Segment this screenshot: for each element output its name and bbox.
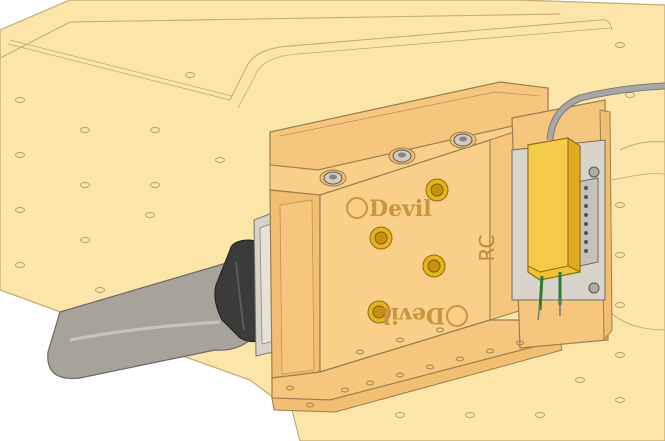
plate-hole — [215, 157, 225, 163]
plate-hole — [615, 202, 625, 208]
sensor-cable — [546, 82, 665, 141]
brass-bolt-bore — [427, 259, 441, 273]
module-label: RC — [475, 235, 499, 262]
plate-hole — [185, 72, 195, 78]
plate-hole — [575, 377, 585, 383]
logo-text-bottom: Devil — [382, 302, 445, 328]
rail-hole — [486, 348, 494, 354]
plate-hole — [395, 412, 405, 418]
plate-hole — [15, 97, 25, 103]
plate-hole — [615, 302, 625, 308]
dsub-pin — [584, 213, 588, 217]
gripper-handle — [214, 239, 263, 343]
dsub-pin — [584, 204, 588, 208]
rail-hole — [396, 337, 404, 343]
plate-hole — [150, 127, 160, 133]
plate-hole — [15, 207, 25, 213]
brass-bolt-bore — [374, 231, 388, 245]
sensor-connector — [527, 137, 581, 321]
rail-hole — [341, 387, 349, 393]
socket-hex — [459, 136, 467, 142]
plate-hole — [15, 262, 25, 268]
engraved-logo-top: Devil — [346, 196, 432, 222]
base-rail-holes — [286, 327, 524, 408]
plate-hole — [80, 237, 90, 243]
rail-hole — [456, 356, 464, 362]
engraved-logo-bottom: Devil — [382, 302, 468, 328]
plate-hole — [15, 152, 25, 158]
plate-hole — [95, 287, 105, 293]
rail-hole — [356, 349, 364, 355]
rail-hole — [366, 380, 374, 386]
rail-hole — [306, 402, 314, 408]
plate-hole — [625, 92, 635, 98]
logo-text-top: Devil — [369, 196, 432, 222]
plate-hole — [615, 397, 625, 403]
dsub-pin — [584, 240, 588, 244]
rail-hole — [516, 340, 524, 346]
plate-hole — [615, 42, 625, 48]
plate-hole — [80, 182, 90, 188]
plate-hole — [145, 212, 155, 218]
socket-hex — [329, 174, 337, 180]
dsub-pin — [584, 249, 588, 253]
dsub-pin — [584, 195, 588, 199]
dsub-screw-bottom — [588, 282, 600, 294]
plate-mounting-holes — [15, 42, 635, 418]
rail-hole — [436, 327, 444, 333]
plate-hole — [615, 252, 625, 258]
engraved-module-label: RC — [475, 235, 499, 262]
plate-hole — [80, 127, 90, 133]
brass-bolt-bore — [430, 183, 444, 197]
plate-hole — [150, 182, 160, 188]
plate-hole — [465, 412, 475, 418]
dsub-pin — [584, 222, 588, 226]
socket-hex — [398, 152, 406, 158]
dsub-screw-top — [588, 166, 600, 178]
rail-hole — [286, 385, 294, 391]
dsub-pin — [584, 186, 588, 190]
rail-hole — [396, 372, 404, 378]
rail-hole — [426, 364, 434, 370]
plate-hole — [535, 412, 545, 418]
top-socket-screws — [319, 131, 477, 187]
front-brass-bolts — [367, 178, 449, 324]
dsub-pin — [584, 231, 588, 235]
brass-bolt-bore — [372, 305, 386, 319]
plate-hole — [615, 352, 625, 358]
